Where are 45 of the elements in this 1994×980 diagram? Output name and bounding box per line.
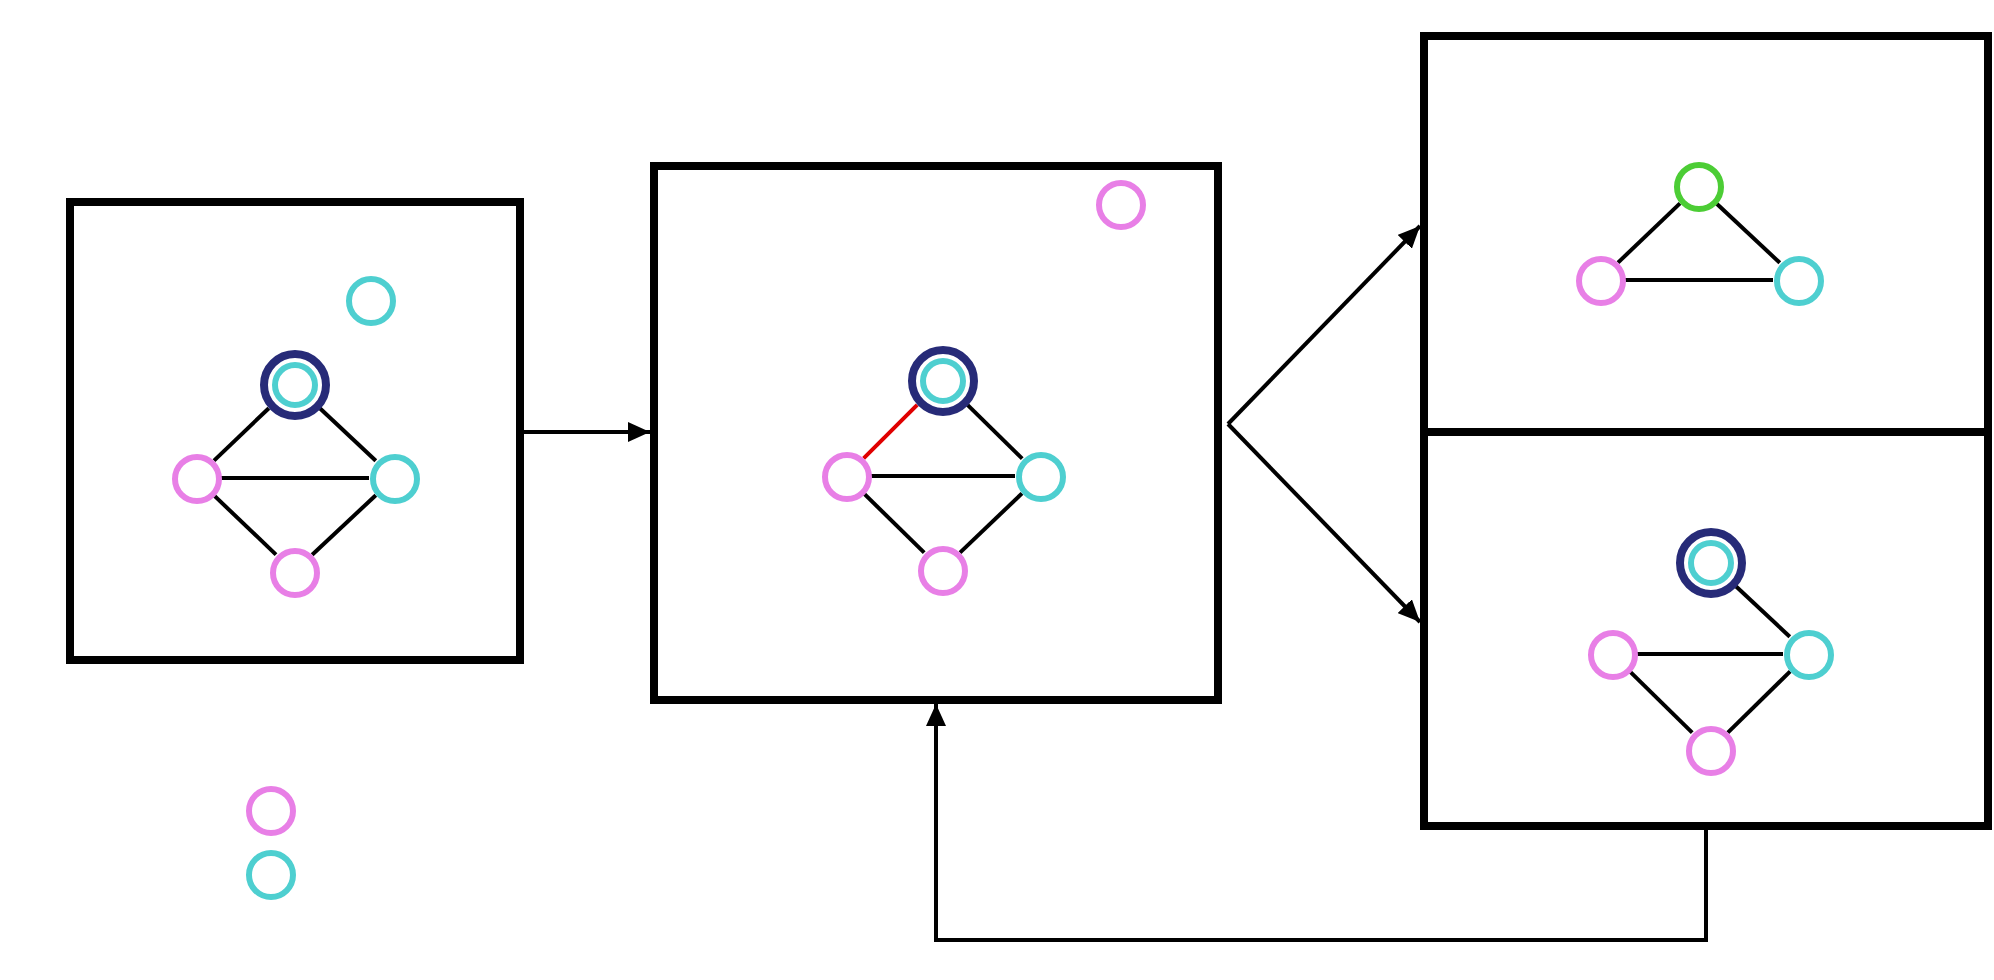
node-circle — [245, 785, 295, 835]
connector-line — [958, 491, 1024, 555]
connector-line — [212, 406, 271, 463]
connector-line — [862, 491, 926, 555]
connector-line — [212, 493, 278, 557]
highlight-ring — [1675, 527, 1745, 597]
node-circle — [1783, 629, 1833, 679]
node-circle — [1575, 255, 1625, 305]
connector-line — [1628, 669, 1694, 735]
node-circle — [271, 361, 317, 407]
highlight-ring — [907, 345, 977, 415]
node-circle — [919, 357, 965, 403]
node-circle — [269, 547, 319, 597]
arrow — [926, 704, 1708, 942]
connector-line — [965, 402, 1024, 461]
connector-line — [1616, 201, 1682, 265]
node-circle — [821, 451, 871, 501]
connector-line — [871, 474, 1015, 478]
connector-line — [1625, 278, 1773, 282]
node-circle — [345, 275, 395, 325]
node-circle — [1587, 629, 1637, 679]
node-circle — [171, 453, 221, 503]
arrow — [1226, 224, 1422, 426]
connector-line — [1726, 669, 1792, 735]
node-circle — [1685, 725, 1735, 775]
panel-frame — [66, 198, 524, 664]
connector-line — [1714, 201, 1782, 265]
node-circle — [1673, 161, 1723, 211]
connector-line — [318, 406, 378, 463]
panel-frame — [650, 162, 1222, 704]
arrow — [524, 422, 650, 442]
node-circle — [1015, 451, 1065, 501]
node-circle — [245, 849, 295, 899]
connector-line — [221, 476, 369, 480]
node-circle — [1773, 255, 1823, 305]
connector-line — [1637, 652, 1783, 656]
connector-line — [310, 493, 378, 557]
node-circle — [369, 453, 419, 503]
highlight-ring — [259, 349, 329, 419]
node-circle — [1095, 179, 1145, 229]
node-circle — [917, 545, 967, 595]
node-circle — [1687, 539, 1733, 585]
connector-line — [1734, 584, 1792, 639]
connector-line — [862, 403, 919, 460]
arrow — [1226, 422, 1422, 624]
